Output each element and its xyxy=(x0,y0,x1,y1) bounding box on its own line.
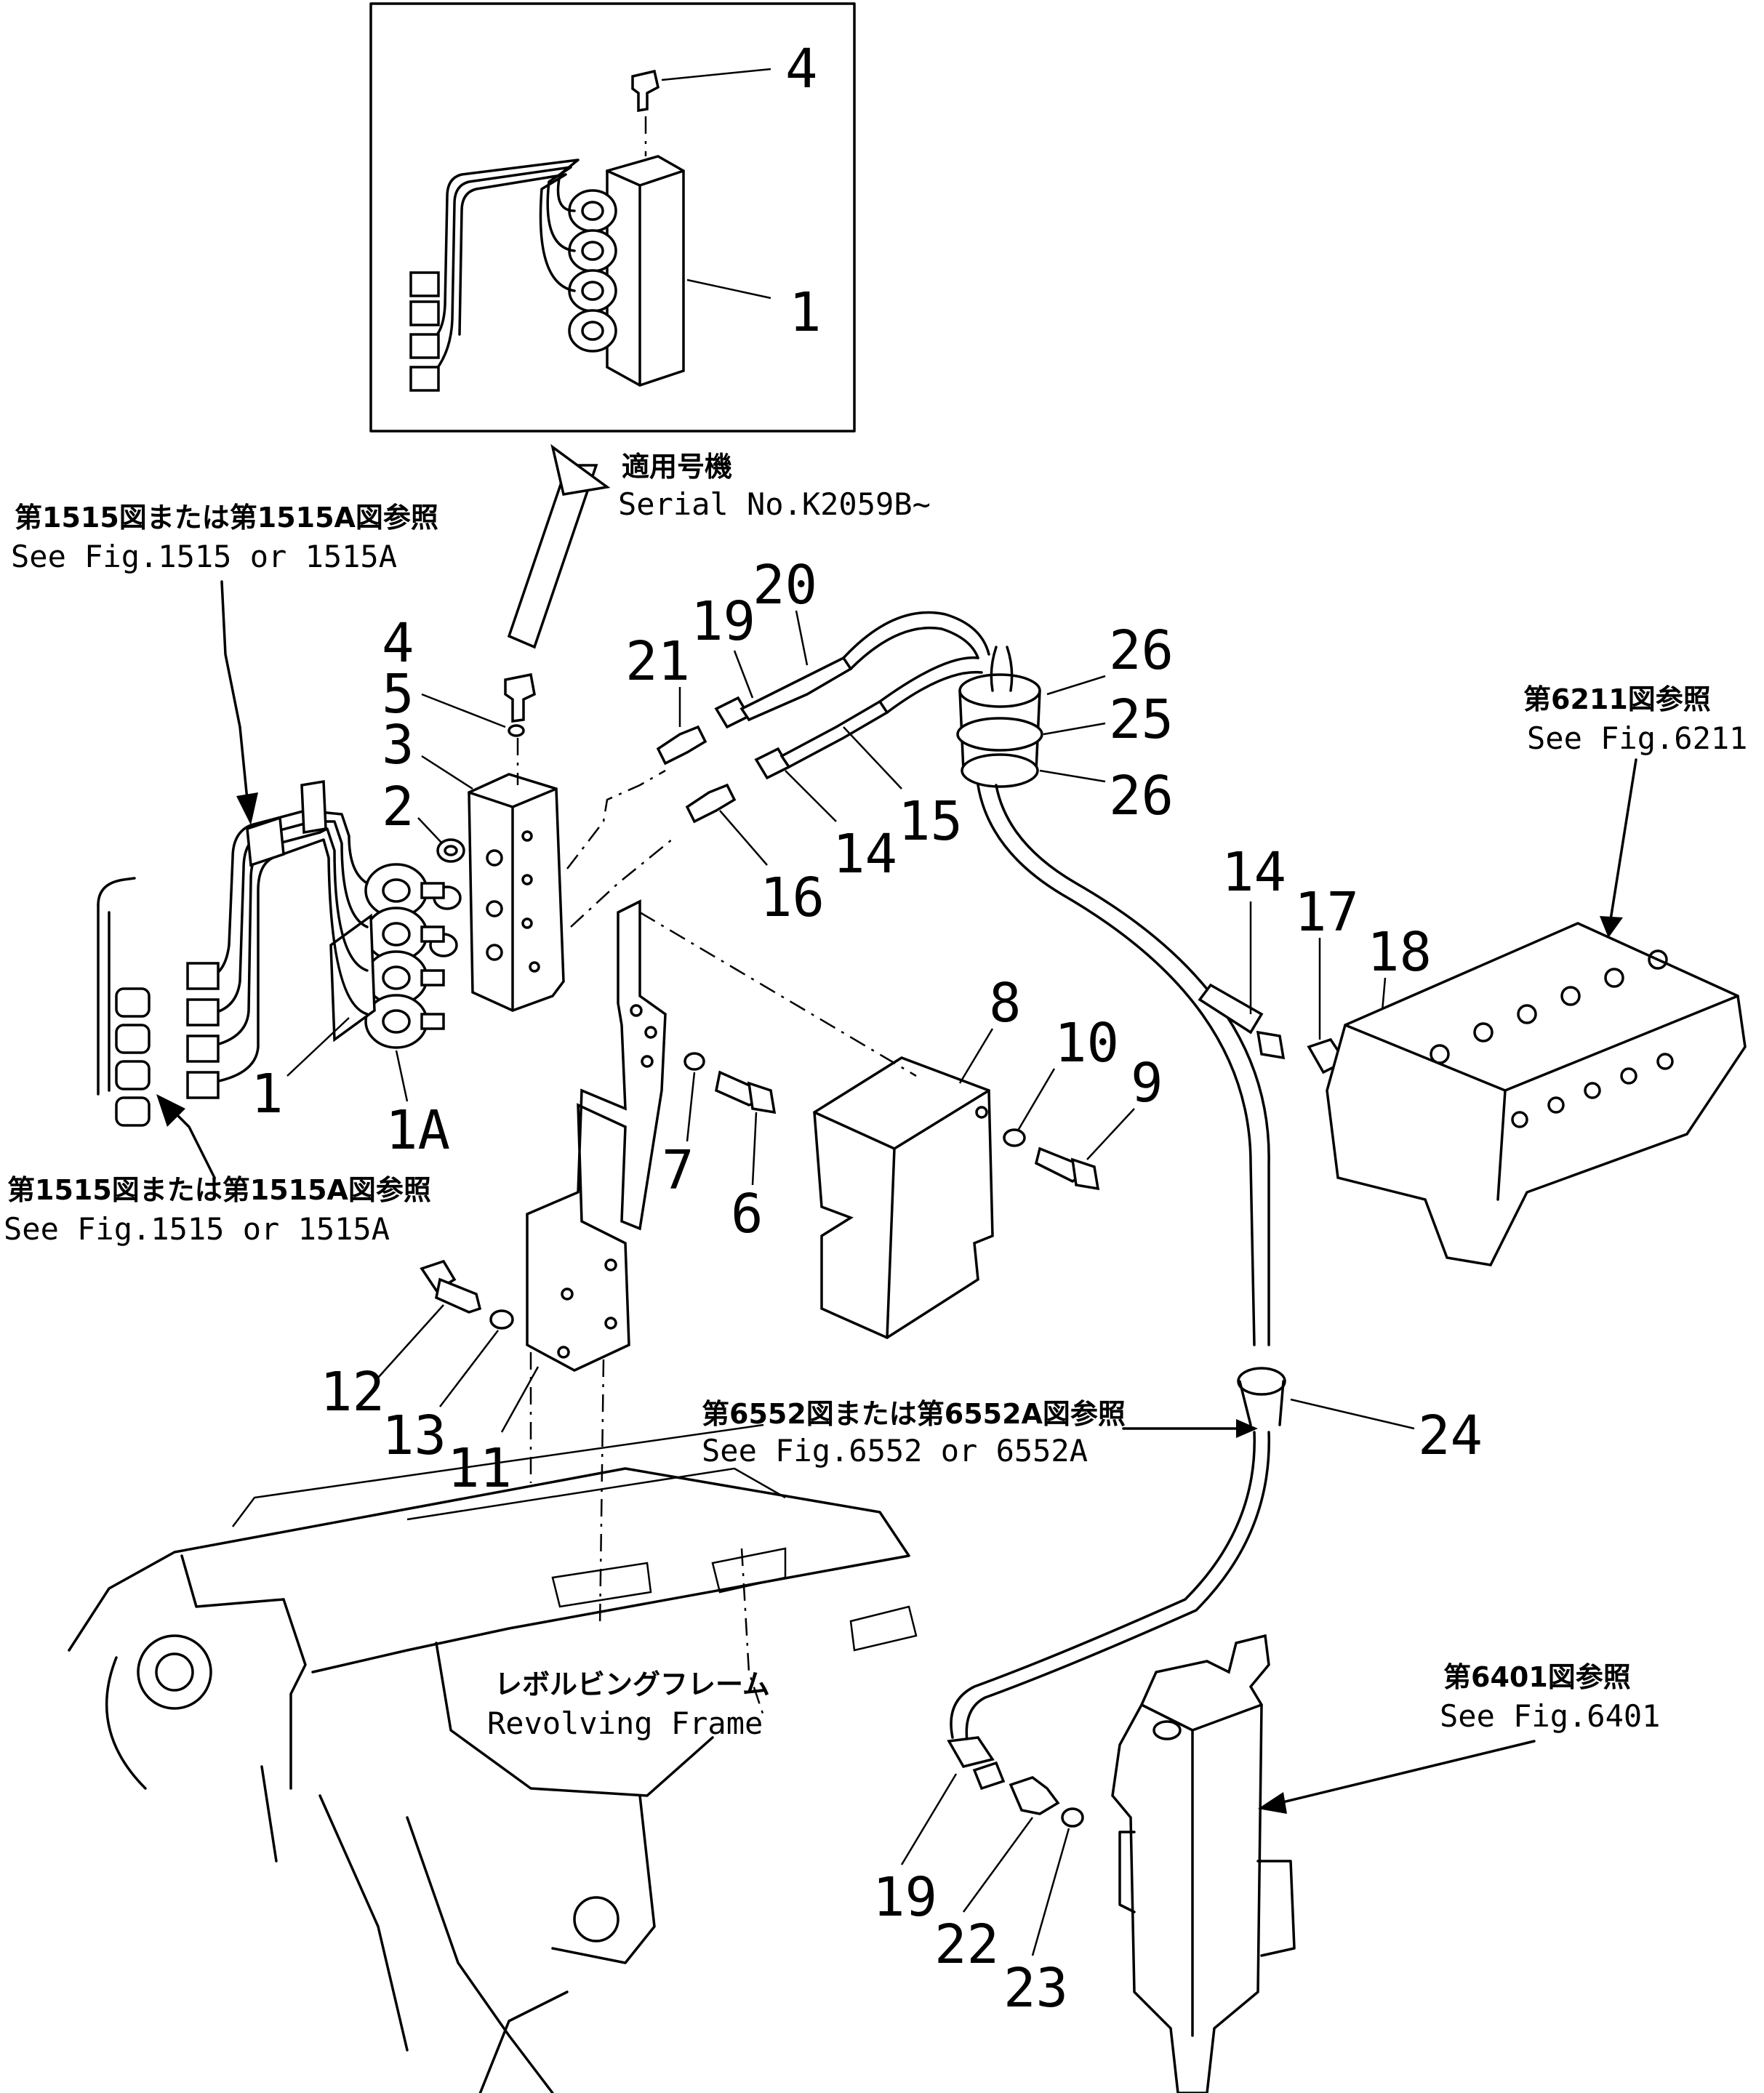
control-valve xyxy=(1326,922,1747,1266)
part-number: 2 xyxy=(382,776,414,838)
part-number: 1 xyxy=(251,1063,284,1125)
inset-solenoids xyxy=(568,189,617,353)
inset-valve-block xyxy=(606,155,685,387)
ref-fig6552-en: See Fig.6552 or 6552A xyxy=(702,1433,1088,1469)
part-number: 16 xyxy=(760,867,825,929)
ref-fig1515-top-en: See Fig.1515 or 1515A xyxy=(11,539,397,574)
bolt xyxy=(420,1259,514,1330)
part-number: 21 xyxy=(625,630,690,693)
part-number: 8 xyxy=(989,972,1022,1035)
part-number: 25 xyxy=(1109,688,1174,751)
part-number: 1 xyxy=(789,281,822,344)
part-number: 19 xyxy=(691,590,755,653)
inset-frame xyxy=(369,2,856,433)
ref-fig1515-bottom-en: See Fig.1515 or 1515A xyxy=(4,1211,390,1247)
part-number: 9 xyxy=(1131,1052,1163,1114)
valve-block xyxy=(468,773,565,1012)
part-number: 10 xyxy=(1054,1012,1119,1074)
serial-label-jp: 適用号機 xyxy=(622,451,732,483)
part-number: 4 xyxy=(785,38,818,100)
bolt xyxy=(1003,1128,1100,1191)
swivel-joint xyxy=(1111,1634,1296,2093)
part-number: 1A xyxy=(385,1099,450,1162)
part-number: 15 xyxy=(898,790,963,853)
ref-fig6211-en: See Fig.6211 xyxy=(1527,720,1747,756)
part-number: 24 xyxy=(1418,1405,1483,1467)
ref-fig1515-bottom-jp: 第1515図または第1515A図参照 xyxy=(7,1174,431,1206)
part-number: 6 xyxy=(731,1183,763,1245)
part-number: 26 xyxy=(1109,765,1174,827)
part-number: 18 xyxy=(1367,921,1432,984)
part-number: 14 xyxy=(1222,841,1286,904)
ref-fig1515-top-jp: 第1515図または第1515A図参照 xyxy=(15,502,438,534)
part-number: 5 xyxy=(382,663,414,726)
part-number: 20 xyxy=(753,554,817,616)
frame-label-jp: レボルビングフレーム xyxy=(494,1668,770,1700)
inset-detail: 4 1 xyxy=(369,2,856,433)
bracket xyxy=(526,899,667,1372)
part-number: 4 xyxy=(382,612,414,675)
frame-label-en: Revolving Frame xyxy=(487,1706,763,1741)
part-number: 7 xyxy=(662,1139,694,1202)
leader-line xyxy=(220,580,249,801)
ref-fig6211-jp: 第6211図参照 xyxy=(1523,683,1711,715)
leader-line xyxy=(1278,1740,1536,1804)
part-number: 19 xyxy=(873,1866,937,1929)
part-number: 23 xyxy=(1003,1957,1068,2020)
inset-bolt xyxy=(631,69,660,113)
cover xyxy=(813,1056,994,1339)
inset-arrow xyxy=(507,443,611,649)
ref-fig6401-en: See Fig.6401 xyxy=(1440,1698,1660,1734)
part-number: 14 xyxy=(833,823,897,885)
leader-line xyxy=(1609,758,1637,921)
ref-fig6552-jp: 第6552図または第6552A図参照 xyxy=(702,1398,1126,1430)
part-number: 12 xyxy=(320,1361,385,1423)
hose-assembly-upper xyxy=(656,611,1385,1828)
serial-label-en: Serial No.K2059B~ xyxy=(618,486,931,522)
ref-fig6401-jp: 第6401図参照 xyxy=(1443,1661,1631,1693)
revolving-frame xyxy=(68,1423,918,2093)
part-number: 22 xyxy=(934,1913,999,1976)
part-number: 3 xyxy=(382,714,414,776)
solenoid-coils xyxy=(364,863,445,1049)
part-number: 26 xyxy=(1109,619,1174,682)
bolt xyxy=(683,1052,777,1114)
part-number: 17 xyxy=(1294,881,1359,944)
solenoid-valve-assembly xyxy=(97,672,677,1127)
part-number: 13 xyxy=(382,1405,446,1467)
